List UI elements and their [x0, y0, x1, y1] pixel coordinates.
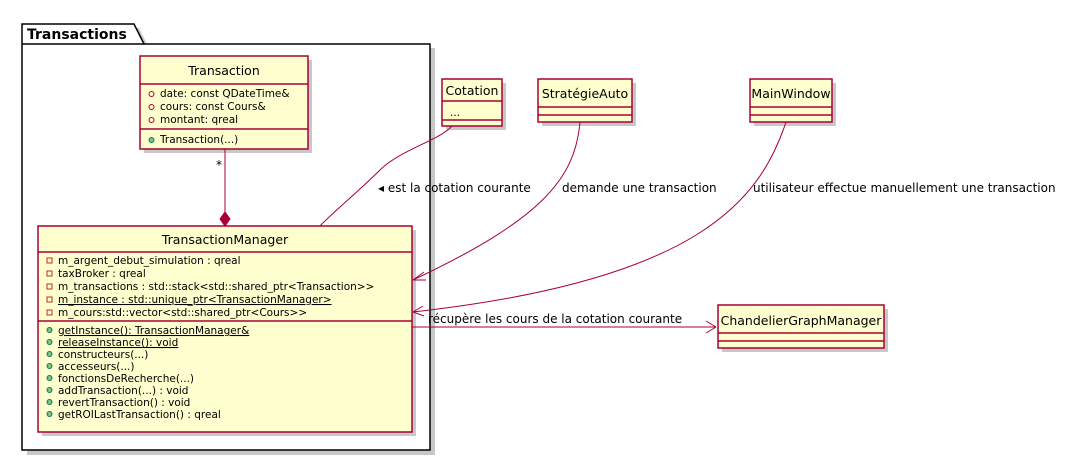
- attribute: taxBroker : qreal: [58, 268, 146, 280]
- edge-label: utilisateur effectue manuellement une tr…: [753, 181, 1056, 195]
- class-mainwindow[interactable]: MainWindow: [749, 78, 836, 126]
- attribute-list: m_argent_debut_simulation : qreal taxBro…: [46, 255, 374, 319]
- edge-label: ◂ est la cotation courante: [378, 181, 531, 195]
- method: getROILastTransaction() : qreal: [58, 409, 221, 421]
- edge-label: récupère les cours de la cotation couran…: [428, 312, 682, 326]
- static-method: getInstance(): TransactionManager&: [58, 325, 249, 337]
- private-icon: [46, 257, 53, 264]
- class-title: Transaction: [187, 63, 260, 78]
- edge-cotation: ◂ est la cotation courante: [319, 125, 531, 227]
- public-icon: [46, 411, 53, 417]
- class-title: StratégieAuto: [542, 86, 628, 101]
- private-icon: [46, 296, 53, 303]
- attribute: m_transactions : std::stack<std::shared_…: [58, 281, 374, 293]
- edge-chandelier: récupère les cours de la cotation couran…: [412, 312, 717, 334]
- class-title: ChandelierGraphManager: [721, 313, 883, 328]
- class-cotation[interactable]: Cotation ...: [441, 78, 506, 130]
- private-icon: [148, 104, 155, 110]
- static-attribute: m_instance : std::unique_ptr<Transaction…: [58, 294, 332, 306]
- class-transaction-manager[interactable]: TransactionManager m_argent_debut_simula…: [37, 225, 416, 436]
- method: addTransaction(...) : void: [58, 385, 188, 397]
- private-icon: [46, 309, 53, 316]
- method: accesseurs(...): [58, 361, 135, 373]
- method: fonctionsDeRecherche(...): [58, 373, 194, 385]
- class-title: MainWindow: [751, 86, 830, 101]
- private-icon: [148, 117, 155, 123]
- attribute: m_cours:std::vector<std::shared_ptr<Cour…: [58, 307, 307, 319]
- public-icon: [46, 339, 53, 345]
- multiplicity-label: *: [216, 158, 222, 172]
- edge-label: demande une transaction: [562, 181, 717, 195]
- public-icon: [46, 351, 53, 357]
- public-icon: [46, 363, 53, 369]
- attribute: montant: qreal: [160, 114, 238, 126]
- private-icon: [46, 283, 53, 290]
- static-method: releaseInstance(): void: [58, 337, 178, 349]
- method: revertTransaction() : void: [58, 397, 190, 409]
- public-icon: [46, 375, 53, 381]
- composition-edge: *: [216, 149, 231, 227]
- edge-strategie: demande une transaction: [412, 121, 717, 281]
- class-chandelier-graph-manager[interactable]: ChandelierGraphManager: [717, 304, 888, 352]
- attribute: cours: const Cours&: [160, 101, 266, 113]
- class-strategie-auto[interactable]: StratégieAuto: [537, 78, 636, 126]
- class-transaction[interactable]: Transaction date: const QDateTime& cours…: [139, 55, 312, 153]
- class-title: Cotation: [446, 83, 499, 98]
- method: Transaction(...): [159, 134, 238, 146]
- attribute: m_argent_debut_simulation : qreal: [58, 255, 241, 267]
- package-title: Transactions: [27, 27, 127, 43]
- public-icon: [148, 137, 155, 143]
- class-title: TransactionManager: [161, 232, 289, 247]
- edge-mainwindow: utilisateur effectue manuellement une tr…: [412, 121, 1056, 317]
- attribute: ...: [450, 107, 460, 119]
- public-icon: [46, 399, 53, 405]
- public-icon: [46, 327, 53, 333]
- private-icon: [148, 91, 155, 97]
- private-icon: [46, 270, 53, 277]
- method-list: getInstance(): TransactionManager& relea…: [46, 325, 249, 421]
- public-icon: [46, 387, 53, 393]
- attribute-list: date: const QDateTime& cours: const Cour…: [148, 88, 290, 126]
- method: constructeurs(...): [58, 349, 148, 361]
- attribute: date: const QDateTime&: [160, 88, 290, 100]
